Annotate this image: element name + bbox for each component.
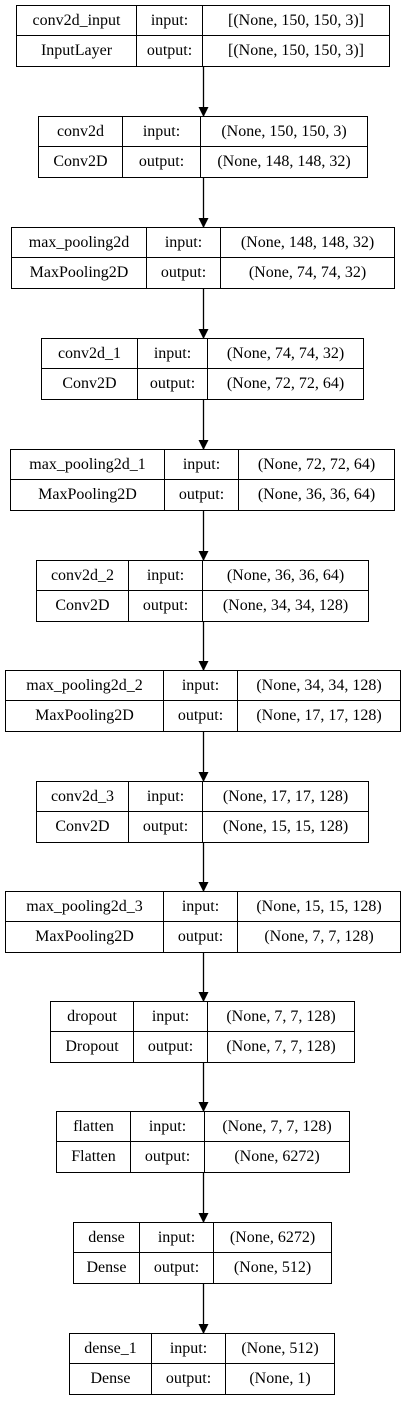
input-label: input: — [129, 561, 203, 591]
layer-name: max_pooling2d_1 — [11, 450, 165, 480]
output-shape: (None, 7, 7, 128) — [226, 1038, 336, 1055]
layer-name: conv2d_3 — [37, 782, 129, 812]
output-shape: (None, 74, 74, 32) — [248, 264, 367, 281]
layer-name: max_pooling2d_3 — [6, 892, 164, 922]
input-label: input: — [123, 117, 201, 147]
output-label: output: — [140, 1253, 214, 1283]
input-shape: (None, 7, 7, 128) — [205, 1112, 349, 1142]
input-shape: (None, 7, 7, 128) — [208, 1002, 354, 1032]
input-shape: [(None, 150, 150, 3)] — [203, 6, 389, 36]
output-shape: (None, 512) — [233, 1259, 312, 1276]
input-label: input: — [164, 892, 238, 922]
input-shape: (None, 17, 17, 128) — [203, 782, 368, 812]
input-shape: (None, 6272) — [214, 1223, 331, 1253]
input-label: input: — [134, 1002, 208, 1032]
output-label: output: — [138, 369, 208, 399]
output-shape: (None, 15, 15, 128) — [222, 818, 349, 835]
layer-type: Flatten — [57, 1142, 131, 1172]
output-shape: (None, 1) — [249, 1370, 311, 1387]
input-shape: (None, 72, 72, 64) — [239, 450, 394, 480]
output-shape: (None, 17, 17, 128) — [256, 707, 382, 724]
output-label: output: — [131, 1142, 205, 1172]
input-label: input: — [147, 228, 221, 258]
output-label: output: — [147, 258, 221, 288]
input-label: input: — [129, 782, 203, 812]
layer-type: MaxPooling2D — [12, 258, 147, 288]
layer-name: flatten — [57, 1112, 131, 1142]
layer-type: MaxPooling2D — [6, 922, 164, 952]
input-shape: (None, 148, 148, 32) — [221, 228, 394, 258]
layer-type: MaxPooling2D — [11, 480, 165, 510]
output-label: output: — [164, 701, 238, 731]
input-shape: (None, 74, 74, 32) — [208, 339, 363, 369]
layer-name: conv2d_input — [17, 6, 137, 36]
input-label: input: — [131, 1112, 205, 1142]
output-shape: (None, 34, 34, 128) — [222, 597, 349, 614]
input-shape: (None, 512) — [226, 1334, 334, 1364]
input-label: input: — [140, 1223, 214, 1253]
layer-type: Conv2D — [39, 147, 123, 177]
output-label: output: — [134, 1032, 208, 1062]
output-shape: [(None, 150, 150, 3)] — [228, 42, 364, 59]
layer-type: Conv2D — [42, 369, 138, 399]
input-label: input: — [138, 339, 208, 369]
layer-name: dense — [74, 1223, 140, 1253]
input-label: input: — [165, 450, 239, 480]
output-label: output: — [129, 591, 203, 621]
input-label: input: — [164, 671, 238, 701]
layer-name: max_pooling2d — [12, 228, 147, 258]
output-label: output: — [129, 812, 203, 842]
layer-type: Conv2D — [37, 591, 129, 621]
layer-type: Dense — [70, 1364, 152, 1394]
layer-type: Dropout — [51, 1032, 134, 1062]
input-label: input: — [152, 1334, 226, 1364]
layer-name: dropout — [51, 1002, 134, 1032]
layer-type: InputLayer — [17, 36, 137, 66]
output-shape: (None, 72, 72, 64) — [226, 375, 345, 392]
input-shape: (None, 15, 15, 128) — [238, 892, 400, 922]
input-shape: (None, 34, 34, 128) — [238, 671, 400, 701]
layer-type: MaxPooling2D — [6, 701, 164, 731]
layer-type: Dense — [74, 1253, 140, 1283]
layer-type: Conv2D — [37, 812, 129, 842]
output-label: output: — [152, 1364, 226, 1394]
output-shape: (None, 6272) — [234, 1148, 320, 1165]
output-shape: (None, 36, 36, 64) — [257, 486, 376, 503]
output-label: output: — [165, 480, 239, 510]
input-label: input: — [137, 6, 203, 36]
layer-name: conv2d — [39, 117, 123, 147]
input-shape: (None, 150, 150, 3) — [201, 117, 367, 147]
output-shape: (None, 148, 148, 32) — [217, 153, 351, 170]
output-shape: (None, 7, 7, 128) — [264, 928, 374, 945]
output-label: output: — [123, 147, 201, 177]
layer-name: conv2d_1 — [42, 339, 138, 369]
layer-name: conv2d_2 — [37, 561, 129, 591]
layer-name: dense_1 — [70, 1334, 152, 1364]
output-label: output: — [164, 922, 238, 952]
input-shape: (None, 36, 36, 64) — [203, 561, 368, 591]
output-label: output: — [137, 36, 203, 66]
layer-name: max_pooling2d_2 — [6, 671, 164, 701]
